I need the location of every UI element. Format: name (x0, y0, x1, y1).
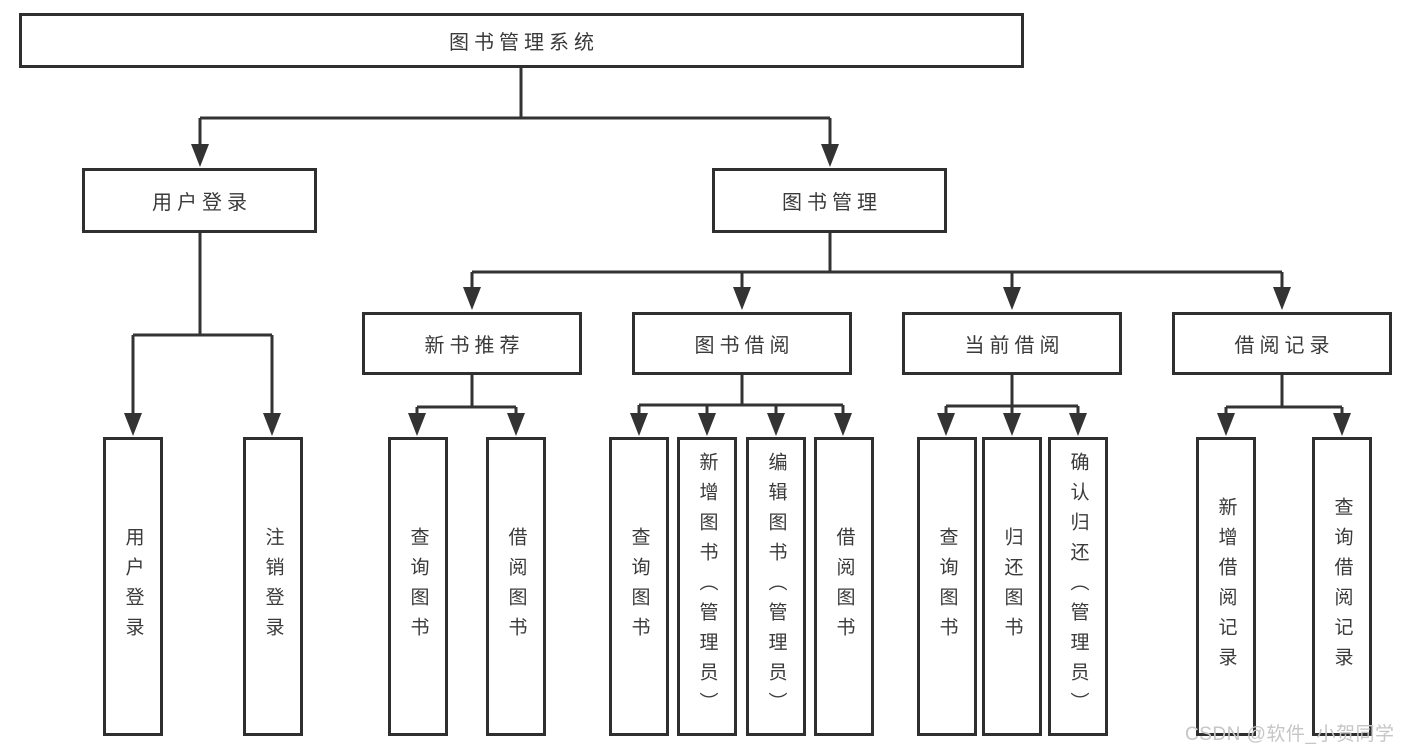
node-label: 查询图书 (936, 526, 958, 647)
node-label: 图书管理系统 (449, 32, 599, 54)
node-label: 用户登录 (152, 192, 252, 214)
node-user-login: 用户登录 (82, 168, 317, 233)
node-query-books-borrow: 查询图书 (609, 437, 669, 736)
node-label: 图书管理 (782, 192, 882, 214)
node-label: 归还图书 (1001, 526, 1023, 647)
node-borrow-books-recommend: 借阅图书 (486, 437, 546, 736)
node-label: 当前借阅 (964, 335, 1065, 357)
node-label: 查询借阅记录 (1331, 496, 1353, 677)
node-library-management-system: 图书管理系统 (19, 13, 1024, 68)
node-user-login-action: 用户登录 (103, 437, 163, 736)
node-label: 借阅图书 (505, 526, 527, 647)
node-label: 用户登录 (122, 526, 144, 647)
node-label: 注销登录 (262, 526, 284, 647)
arrowheads (124, 144, 1351, 436)
node-return-book: 归还图书 (982, 437, 1042, 736)
node-query-books-recommend: 查询图书 (388, 437, 448, 736)
node-query-borrow-record: 查询借阅记录 (1312, 437, 1372, 736)
node-label: 借阅记录 (1234, 335, 1335, 357)
node-query-books-current: 查询图书 (917, 437, 977, 736)
node-label: 新增图书（管理员） (696, 451, 718, 722)
node-label: 新书推荐 (424, 335, 525, 357)
node-book-management: 图书管理 (712, 168, 947, 233)
node-new-book-recommend: 新书推荐 (362, 312, 582, 375)
node-borrow-books-action: 借阅图书 (814, 437, 874, 736)
node-label: 图书借阅 (694, 335, 795, 357)
node-add-borrow-record: 新增借阅记录 (1196, 437, 1256, 736)
node-logout: 注销登录 (243, 437, 303, 736)
csdn-watermark: CSDN @软件_小贺同学 (1185, 724, 1395, 745)
node-label: 查询图书 (628, 526, 650, 647)
node-label: 查询图书 (407, 526, 429, 647)
node-borrow-records: 借阅记录 (1172, 312, 1392, 375)
node-confirm-return-admin: 确认归还（管理员） (1048, 437, 1108, 736)
node-edit-book-admin: 编辑图书（管理员） (746, 437, 806, 736)
node-label: 确认归还（管理员） (1067, 451, 1089, 722)
node-add-book-admin: 新增图书（管理员） (677, 437, 737, 736)
node-label: 借阅图书 (833, 526, 855, 647)
node-current-borrow: 当前借阅 (902, 312, 1122, 375)
node-label: 编辑图书（管理员） (765, 451, 787, 722)
node-label: 新增借阅记录 (1215, 496, 1237, 677)
node-book-borrow: 图书借阅 (632, 312, 852, 375)
